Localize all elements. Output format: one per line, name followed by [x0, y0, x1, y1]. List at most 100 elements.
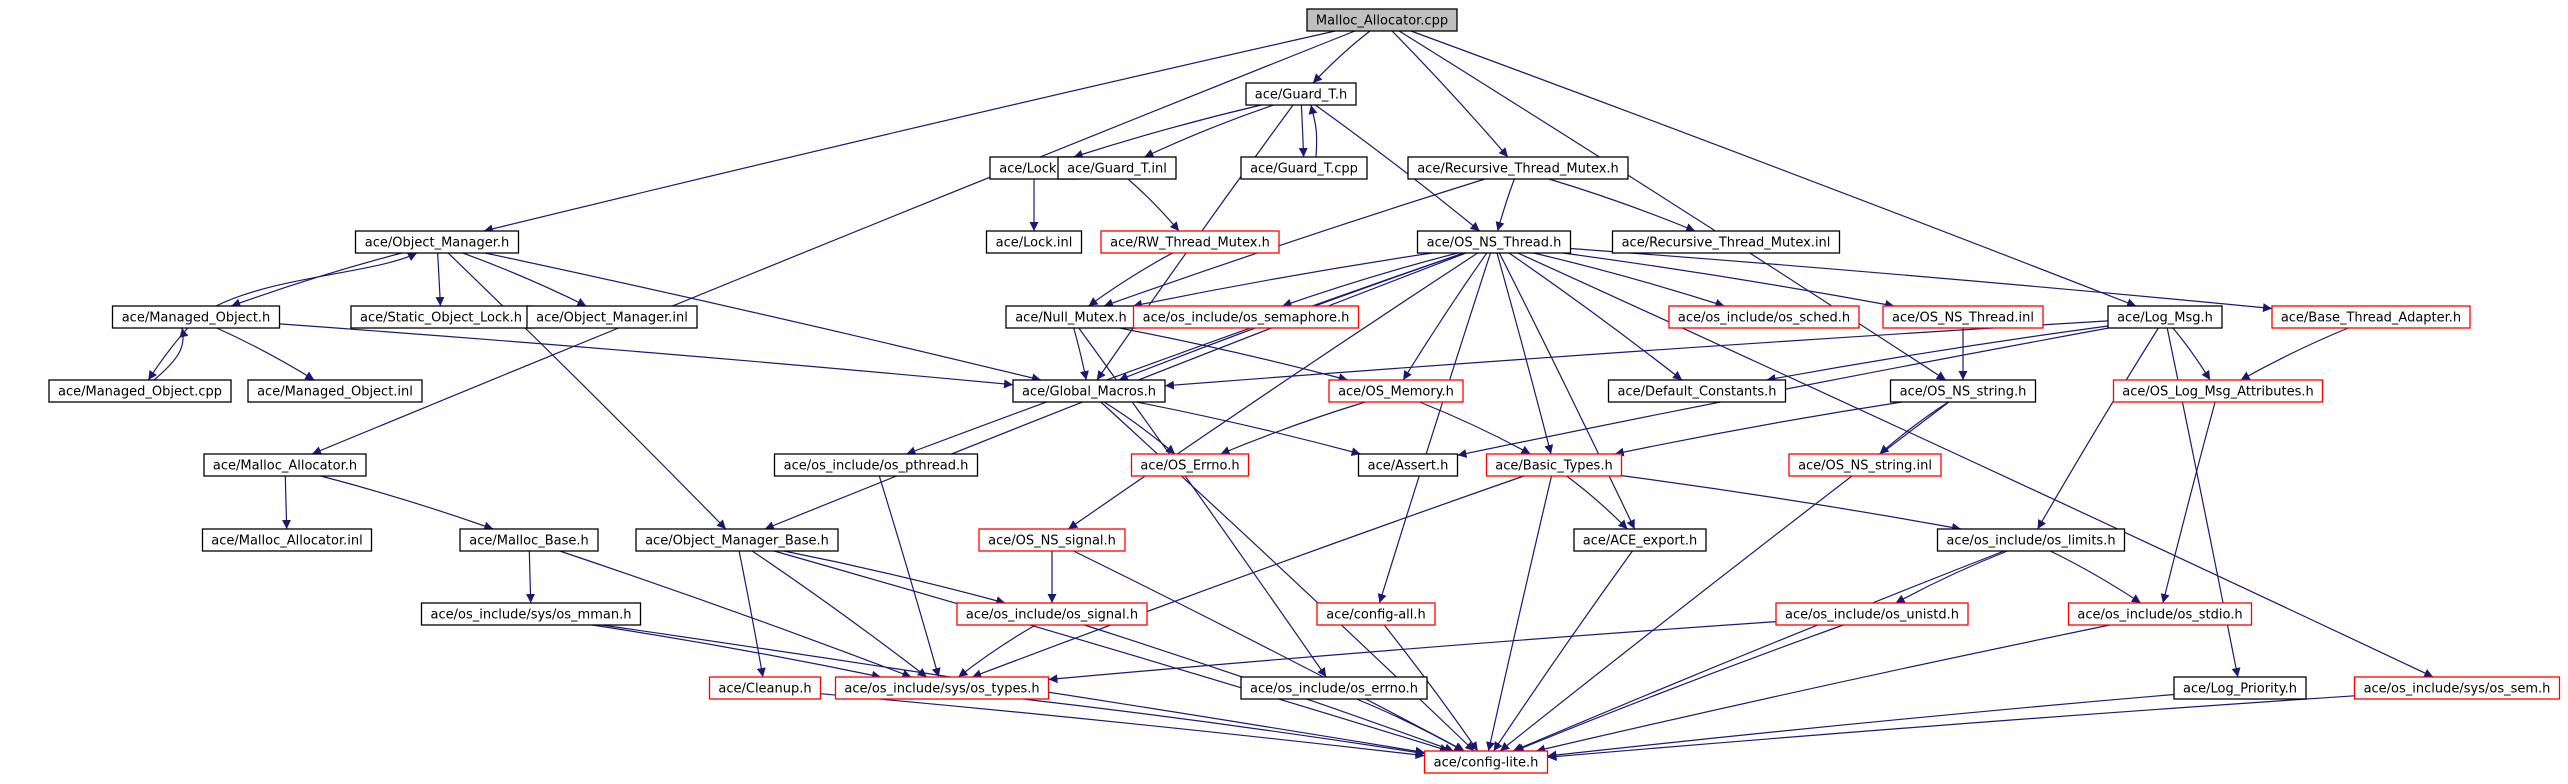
node-os-pthread-h[interactable]: ace/os_include/os_pthread.h — [773, 453, 979, 477]
node-os-sched-h[interactable]: ace/os_include/os_sched.h — [1668, 305, 1860, 329]
node-os-ns-string-inl[interactable]: ace/OS_NS_string.inl — [1788, 453, 1942, 477]
node-malloc-base-h[interactable]: ace/Malloc_Base.h — [459, 528, 599, 552]
node-ace-export-h[interactable]: ace/ACE_export.h — [1573, 528, 1707, 552]
edge-os-limits-h-to-os-stdio-h — [2049, 550, 2142, 604]
node-os-ns-thread-inl[interactable]: ace/OS_NS_Thread.inl — [1882, 305, 2044, 329]
node-os-sem-h[interactable]: ace/os_include/sys/os_sem.h — [2353, 676, 2561, 700]
node-object-manager-h[interactable]: ace/Object_Manager.h — [354, 230, 520, 254]
edge-cleanup-h-to-config-lite-h — [820, 693, 1425, 760]
edge-log-msg-h-to-global-macros-h — [1164, 320, 2109, 390]
node-object-manager-inl[interactable]: ace/Object_Manager.inl — [526, 305, 698, 329]
node-label: ace/OS_NS_string.h — [1900, 385, 2027, 400]
node-os-mman-h[interactable]: ace/os_include/sys/os_mman.h — [420, 602, 642, 626]
node-label: ace/Lock.inl — [996, 236, 1073, 251]
node-label: ace/OS_NS_Thread.h — [1427, 236, 1562, 251]
node-box — [1936, 528, 2126, 552]
node-rw-thread-mutex-h[interactable]: ace/RW_Thread_Mutex.h — [1100, 230, 1280, 254]
node-box — [48, 379, 232, 403]
edge-object-manager-base-h-to-cleanup-h — [738, 550, 766, 678]
node-os-ns-string-h[interactable]: ace/OS_NS_string.h — [1889, 379, 2037, 403]
node-os-unistd-h[interactable]: ace/os_include/os_unistd.h — [1775, 602, 1969, 626]
node-malloc-allocator-inl[interactable]: ace/Malloc_Allocator.inl — [201, 528, 373, 552]
node-default-constants-h[interactable]: ace/Default_Constants.h — [1607, 379, 1787, 403]
node-os-include-errno-h[interactable]: ace/os_include/os_errno.h — [1240, 676, 1428, 700]
node-os-memory-h[interactable]: ace/OS_Memory.h — [1328, 379, 1464, 403]
node-os-errno-h[interactable]: ace/OS_Errno.h — [1130, 453, 1250, 477]
node-box — [1306, 8, 1458, 32]
node-os-log-msg-attributes-h[interactable]: ace/OS_Log_Msg_Attributes.h — [2112, 379, 2324, 403]
node-box — [1328, 379, 1464, 403]
node-managed-object-h[interactable]: ace/Managed_Object.h — [111, 305, 281, 329]
node-label: ace/os_include/sys/os_types.h — [844, 682, 1039, 697]
node-managed-object-cpp[interactable]: ace/Managed_Object.cpp — [48, 379, 232, 403]
node-malloc-allocator-h[interactable]: ace/Malloc_Allocator.h — [203, 453, 367, 477]
node-os-ns-signal-h[interactable]: ace/OS_NS_signal.h — [978, 528, 1126, 552]
node-guard-t-inl[interactable]: ace/Guard_T.inl — [1057, 156, 1177, 180]
node-box — [1485, 453, 1623, 477]
node-assert-h[interactable]: ace/Assert.h — [1357, 453, 1459, 477]
node-lock-h[interactable]: ace/Lock.h — [989, 156, 1079, 180]
edge-base-thread-adapter-h-to-os-log-msg-attributes-h — [2240, 327, 2349, 381]
edge-object-manager-base-h-to-os-signal-h — [783, 550, 1006, 605]
edge-log-msg-h-to-os-limits-h — [2037, 327, 2159, 530]
node-os-signal-h[interactable]: ace/os_include/os_signal.h — [956, 602, 1148, 626]
node-label: ace/Null_Mutex.h — [1015, 311, 1127, 326]
node-box — [2107, 305, 2223, 329]
edge-object-manager-base-h-to-os-types-h — [751, 550, 928, 678]
node-static-object-lock-h[interactable]: ace/Static_Object_Lock.h — [350, 305, 532, 329]
edge-os-ns-string-h-to-basic-types-h — [1614, 401, 1903, 457]
edge-os-mman-h-to-os-types-h — [592, 624, 882, 680]
node-log-priority-h[interactable]: ace/Log_Priority.h — [2173, 676, 2307, 700]
node-box — [2112, 379, 2324, 403]
edge-null-mutex-h-to-global-macros-h — [1073, 327, 1089, 381]
edge-config-all-h-to-config-lite-h — [1383, 624, 1479, 752]
node-recursive-thread-mutex-inl[interactable]: ace/Recursive_Thread_Mutex.inl — [1611, 230, 1841, 254]
edge-os-types-h-to-config-lite-h — [1022, 698, 1425, 757]
edge-os-ns-thread-h-to-os-ns-signal-h — [1067, 252, 1479, 530]
node-log-msg-h[interactable]: ace/Log_Msg.h — [2107, 305, 2223, 329]
node-global-macros-h[interactable]: ace/Global_Macros.h — [1012, 379, 1166, 403]
node-os-limits-h[interactable]: ace/os_include/os_limits.h — [1936, 528, 2126, 552]
node-label: ace/OS_NS_signal.h — [988, 534, 1116, 549]
node-box — [1132, 305, 1360, 329]
node-base-thread-adapter-h[interactable]: ace/Base_Thread_Adapter.h — [2271, 305, 2471, 329]
node-cleanup-h[interactable]: ace/Cleanup.h — [708, 676, 822, 700]
node-lock-inl[interactable]: ace/Lock.inl — [985, 230, 1083, 254]
edge-os-ns-thread-h-to-os-memory-h — [1402, 252, 1488, 381]
node-managed-object-inl[interactable]: ace/Managed_Object.inl — [247, 379, 423, 403]
node-config-all-h[interactable]: ace/config-all.h — [1316, 602, 1436, 626]
node-recursive-thread-mutex-h[interactable]: ace/Recursive_Thread_Mutex.h — [1407, 156, 1629, 180]
node-label: ace/Malloc_Allocator.h — [213, 459, 357, 474]
node-label: ace/os_include/os_pthread.h — [784, 459, 969, 474]
node-os-semaphore-h[interactable]: ace/os_include/os_semaphore.h — [1132, 305, 1360, 329]
node-box — [1100, 230, 1280, 254]
node-config-lite-h[interactable]: ace/config-lite.h — [1423, 750, 1549, 774]
node-label: ace/OS_Memory.h — [1338, 385, 1454, 400]
node-os-ns-thread-h[interactable]: ace/OS_NS_Thread.h — [1416, 230, 1572, 254]
edge-guard-t-h-to-guard-t-inl — [1144, 104, 1274, 158]
node-basic-types-h[interactable]: ace/Basic_Types.h — [1485, 453, 1623, 477]
edge-guard-t-cpp-to-guard-t-h — [1308, 104, 1318, 158]
edge-recursive-thread-mutex-h-to-recursive-thread-mutex-inl — [1548, 178, 1696, 232]
edge-log-msg-h-to-default-constants-h — [1766, 325, 2109, 383]
node-null-mutex-h[interactable]: ace/Null_Mutex.h — [1005, 305, 1137, 329]
node-label: ace/Recursive_Thread_Mutex.inl — [1622, 236, 1831, 251]
node-label: ace/Managed_Object.cpp — [58, 385, 222, 400]
edge-malloc-base-h-to-os-types-h — [559, 550, 912, 679]
node-box — [635, 528, 839, 552]
node-box — [459, 528, 599, 552]
node-label: ace/Log_Priority.h — [2183, 682, 2297, 697]
node-os-types-h[interactable]: ace/os_include/sys/os_types.h — [834, 676, 1050, 700]
node-label: ace/Malloc_Base.h — [469, 534, 589, 549]
node-label: ace/Managed_Object.h — [122, 311, 271, 326]
node-guard-t-cpp[interactable]: ace/Guard_T.cpp — [1240, 156, 1368, 180]
node-root[interactable]: Malloc_Allocator.cpp — [1306, 8, 1458, 32]
edge-log-priority-h-to-config-lite-h — [1547, 693, 2175, 760]
node-os-stdio-h[interactable]: ace/os_include/os_stdio.h — [2067, 602, 2253, 626]
node-box — [1573, 528, 1707, 552]
node-object-manager-base-h[interactable]: ace/Object_Manager_Base.h — [635, 528, 839, 552]
node-label: ace/Global_Macros.h — [1022, 385, 1156, 400]
node-label: ace/Object_Manager.h — [365, 236, 510, 251]
edge-root-to-recursive-thread-mutex-h — [1391, 30, 1509, 158]
node-guard-t-h[interactable]: ace/Guard_T.h — [1245, 82, 1357, 106]
